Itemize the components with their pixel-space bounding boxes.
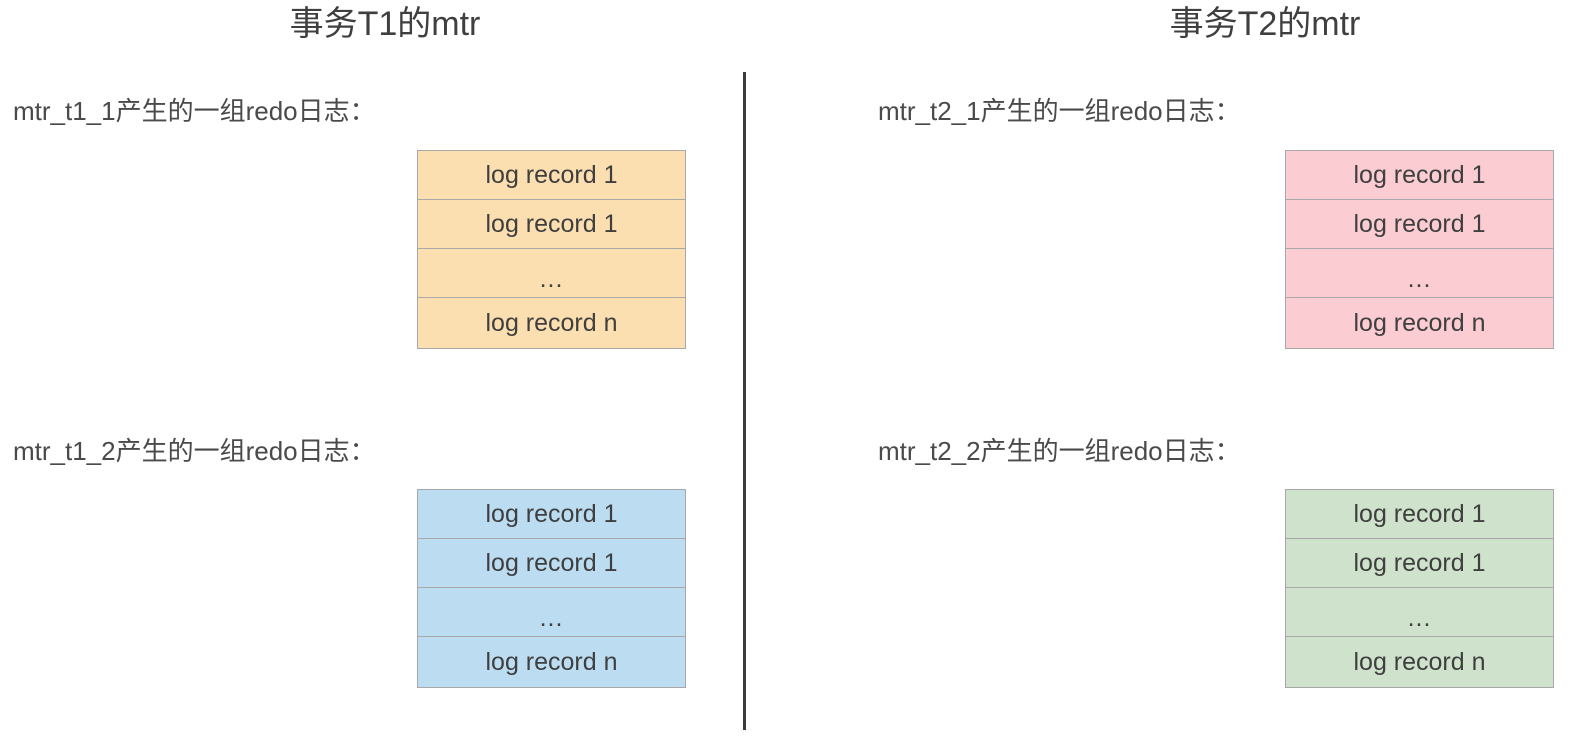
column-divider [743, 72, 746, 730]
log-record-box-mtr-t2-1: log record 1 log record 1 ... log record… [1285, 150, 1554, 349]
log-record-row: log record 1 [1286, 539, 1553, 588]
log-record-row: log record 1 [418, 539, 685, 588]
log-record-row-ellipsis: ... [1286, 249, 1553, 298]
log-record-row: log record n [1286, 298, 1553, 348]
log-record-row: log record 1 [1286, 200, 1553, 249]
group-caption-mtr-t2-1: mtr_t2_1产生的一组redo日志： [878, 96, 1241, 126]
column-title-t2: 事务T2的mtr [1169, 5, 1361, 43]
log-record-row: log record n [1286, 637, 1553, 687]
log-record-row: log record n [418, 637, 685, 687]
log-record-row: log record 1 [418, 151, 685, 200]
log-record-row: log record 1 [1286, 151, 1553, 200]
log-record-row-ellipsis: ... [1286, 588, 1553, 637]
log-record-row-ellipsis: ... [418, 588, 685, 637]
log-record-row: log record 1 [1286, 490, 1553, 539]
group-caption-mtr-t2-2: mtr_t2_2产生的一组redo日志： [878, 436, 1241, 466]
log-record-row: log record n [418, 298, 685, 348]
log-record-box-mtr-t1-2: log record 1 log record 1 ... log record… [417, 489, 686, 688]
log-record-box-mtr-t1-1: log record 1 log record 1 ... log record… [417, 150, 686, 349]
column-title-t1: 事务T1的mtr [289, 5, 481, 43]
log-record-row-ellipsis: ... [418, 249, 685, 298]
group-caption-mtr-t1-2: mtr_t1_2产生的一组redo日志： [13, 436, 376, 466]
log-record-box-mtr-t2-2: log record 1 log record 1 ... log record… [1285, 489, 1554, 688]
log-record-row: log record 1 [418, 200, 685, 249]
group-caption-mtr-t1-1: mtr_t1_1产生的一组redo日志： [13, 96, 376, 126]
log-record-row: log record 1 [418, 490, 685, 539]
